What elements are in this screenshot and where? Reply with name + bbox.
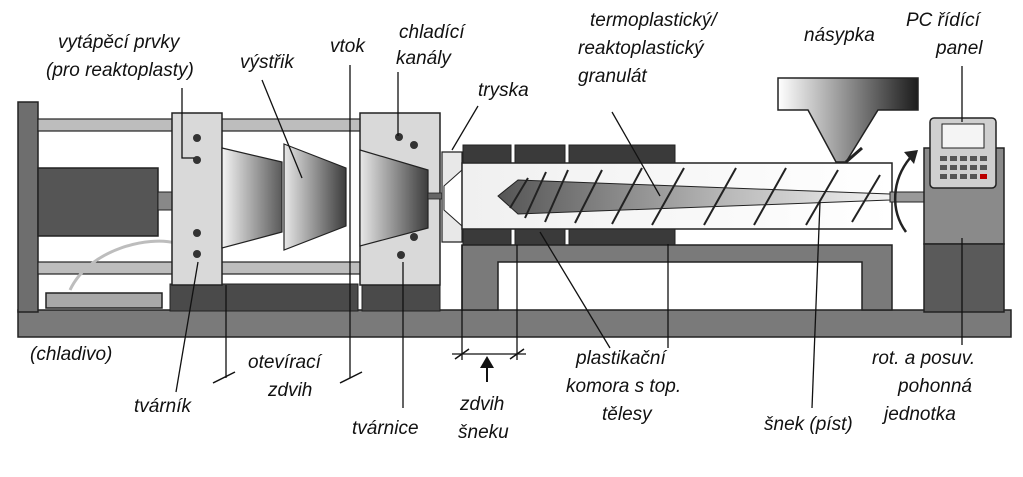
hopper-icon [777,77,919,164]
core-cone [221,147,283,249]
label-heating-elements-line1: vytápěcí prvky [58,32,180,53]
barrel-support [461,244,893,311]
label-granulate-line3: granulát [578,66,647,87]
leader-lines [175,65,963,409]
label-plasticizing-chamber-line1: plastikační [576,348,666,369]
label-drive-unit-line2: pohonná [898,376,972,397]
coolant-hose [68,239,176,291]
machine-base [17,309,1012,338]
label-vtok: vtok [330,36,365,57]
pc-control-panel-icon [929,117,997,189]
label-tvarnik: tvárník [134,396,192,417]
cavity-cone [359,149,429,247]
heater-band [514,144,566,164]
label-plasticizing-chamber-line3: tělesy [602,404,652,425]
screw-flights [509,167,881,226]
label-screw-stroke-line1: zdvih [460,394,505,415]
label-tryska: tryska [478,80,529,101]
label-granulate-line2: reaktoplastický [578,38,704,59]
heater-band [462,228,512,246]
label-coolant: (chladivo) [30,344,113,365]
label-screw-stroke-line2: šneku [458,422,509,443]
label-screw-piston: šnek (píst) [764,414,853,435]
clamp-cylinder [37,167,159,237]
label-opening-stroke-line2: zdvih [268,380,313,401]
label-pc-panel-line2: panel [936,38,983,59]
heater-band [462,144,512,164]
left-frame [17,101,39,313]
label-vystrik: výstřik [240,52,294,73]
label-opening-stroke-line1: otevírací [248,352,321,373]
label-heating-elements-line2: (pro reaktoplasty) [46,60,194,81]
label-hopper: násypka [804,25,875,46]
label-tvarnice: tvárnice [352,418,419,439]
molded-part [283,143,347,251]
label-cooling-channels-line1: chladící [399,22,465,43]
coolant-box [45,292,163,309]
label-drive-unit-line3: jednotka [884,404,956,425]
label-cooling-channels-line2: kanály [396,48,451,69]
label-pc-panel-line1: PC řídící [906,10,980,31]
heater-band [514,228,566,246]
label-drive-unit-line1: rot. a posuv. [872,348,976,369]
label-plasticizing-chamber-line2: komora s top. [566,376,682,397]
heater-band [568,144,676,164]
stroke-arrow-icon [480,356,494,382]
rotation-arrow-icon [894,150,918,233]
heater-band [568,228,676,246]
label-granulate-line1: termoplastický/ [590,10,717,31]
